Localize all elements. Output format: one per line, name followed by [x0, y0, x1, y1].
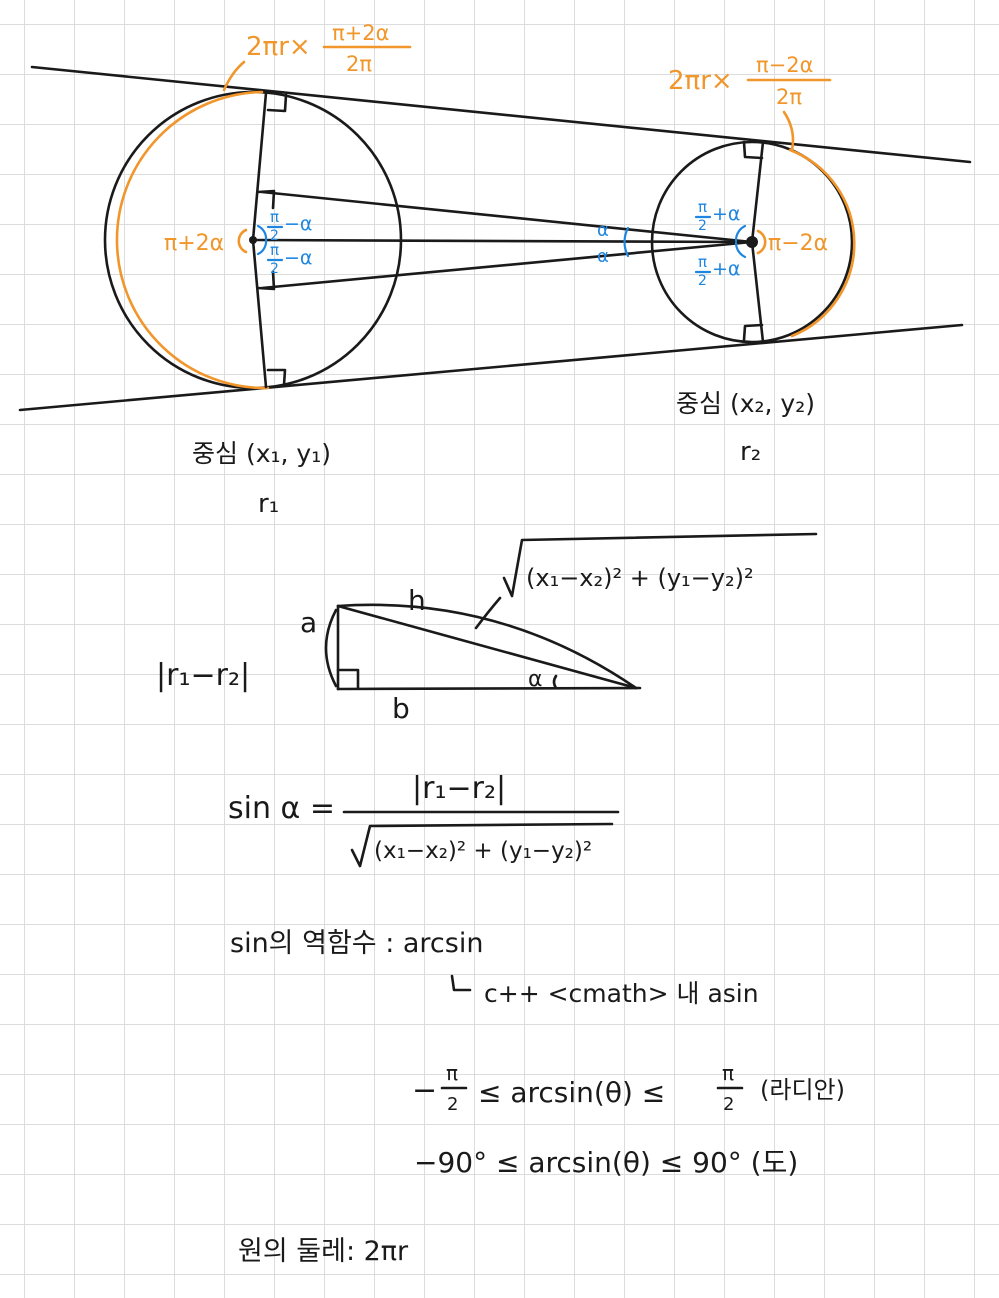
right-angle-mark [266, 93, 288, 113]
left-arc-length-label: 2πr× π+2α 2π [246, 21, 412, 76]
right-arc-highlight [788, 148, 856, 338]
alpha-arc [552, 674, 558, 690]
upper-tangent-line [30, 65, 972, 164]
hyp-pointer [474, 596, 502, 630]
sine-equation: sin α = |r₁−r₂| (x₁−x₂)² + (y₁−y₂)² [228, 771, 620, 868]
svg-text:π: π [270, 241, 279, 259]
right-radius-lower [750, 240, 765, 344]
svg-text:2: 2 [270, 261, 279, 277]
left-lower-angle-label: π 2 −α [266, 241, 312, 277]
svg-text:−: − [412, 1073, 437, 1108]
mid-angle-arc [623, 226, 630, 258]
inner-line-upper [260, 190, 754, 244]
left-arc-pointer [222, 60, 246, 92]
right-upper-angle-arc [734, 224, 747, 243]
right-center-dot [746, 236, 758, 248]
right-center-angle-label: π−2α [768, 231, 828, 256]
svg-text:sin α =: sin α = [228, 791, 335, 826]
left-radius-lower [251, 238, 268, 389]
svg-text:−α: −α [284, 247, 312, 269]
right-angle-mark [742, 140, 764, 160]
base-leg [336, 686, 642, 691]
left-arc-highlight [115, 90, 270, 390]
leg-brace [324, 608, 338, 688]
side-a-label: a [300, 606, 317, 639]
cpp-asin-note: c++ <cmath> 내 asin [484, 979, 759, 1008]
right-angle-mark [742, 323, 764, 342]
svg-text:2π: 2π [776, 85, 802, 109]
right-triangle-diagram [324, 532, 818, 691]
triangle-angle-label: α [528, 667, 543, 692]
two-circle-tangent-diagram [18, 60, 972, 412]
right-radius-label: r₂ [740, 437, 761, 467]
mid-alpha-bottom: α [597, 246, 609, 267]
svg-text:2πr×: 2πr× [246, 32, 311, 62]
right-arc-pointer [782, 110, 795, 152]
left-center-angle-label: π+2α [164, 231, 224, 256]
svg-text:(x₁−x₂)² + (y₁−y₂)²: (x₁−x₂)² + (y₁−y₂)² [374, 838, 592, 864]
radian-range-line: − π 2 ≤ arcsin(θ) ≤ π 2 (라디안) [412, 1061, 845, 1115]
inner-line-lower [260, 240, 754, 290]
svg-text:2πr×: 2πr× [668, 66, 733, 96]
svg-text:|r₁−r₂|: |r₁−r₂| [412, 771, 506, 806]
svg-text:2: 2 [723, 1094, 734, 1115]
svg-text:+α: +α [712, 203, 740, 225]
lower-tangent-line [18, 323, 964, 412]
left-lower-angle-arc [256, 238, 268, 256]
left-center-angle-arc [237, 228, 248, 254]
left-radius-upper [251, 91, 268, 242]
left-upper-angle-label: π 2 −α [266, 208, 312, 244]
svg-text:π−2α: π−2α [756, 53, 813, 77]
hypotenuse-line [336, 604, 638, 690]
hypotenuse-arc-side [336, 603, 638, 690]
note-arrow [450, 974, 472, 992]
right-upper-angle-label: π 2 +α [694, 198, 740, 234]
svg-text:π: π [446, 1061, 458, 1085]
right-arc-length-label: 2πr× π−2α 2π [668, 53, 832, 109]
svg-text:+α: +α [712, 258, 740, 280]
left-center-label: 중심 (x₁, y₁) [192, 439, 331, 468]
hyp-expression: (x₁−x₂)² + (y₁−y₂)² [526, 564, 754, 592]
right-angle-mark [336, 668, 360, 690]
center-line [251, 238, 754, 244]
degree-range-line: −90° ≤ arcsin(θ) ≤ 90° (도) [414, 1146, 798, 1179]
svg-text:2: 2 [698, 218, 707, 234]
right-lower-angle-arc [734, 241, 747, 259]
svg-text:2π: 2π [346, 52, 372, 76]
inverse-function-note: sin의 역함수 : arcsin [230, 928, 483, 959]
svg-text:(라디안): (라디안) [760, 1076, 845, 1104]
leg-length-label: |r₁−r₂| [156, 658, 250, 693]
right-angle-mark [266, 368, 287, 387]
svg-text:π+2α: π+2α [332, 21, 389, 45]
svg-text:−α: −α [284, 213, 312, 235]
svg-text:2: 2 [698, 273, 707, 289]
svg-text:≤ arcsin(θ) ≤: ≤ arcsin(θ) ≤ [478, 1076, 665, 1109]
left-radius-label: r₁ [258, 489, 279, 519]
right-lower-angle-label: π 2 +α [694, 253, 740, 289]
right-center-angle-arc [756, 229, 767, 255]
svg-text:π: π [270, 208, 279, 226]
sqrt-sign [502, 532, 818, 598]
side-h-label: h [408, 584, 426, 617]
mid-alpha-top: α [597, 220, 609, 241]
svg-text:2: 2 [270, 228, 279, 244]
left-upper-angle-arc [256, 224, 268, 242]
svg-text:π: π [698, 253, 707, 271]
circumference-note: 원의 둘레: 2πr [238, 1236, 409, 1267]
side-b-label: b [392, 692, 410, 725]
svg-text:π: π [722, 1061, 734, 1085]
svg-text:2: 2 [447, 1094, 458, 1115]
svg-text:π: π [698, 198, 707, 216]
right-center-label: 중심 (x₂, y₂) [676, 389, 815, 418]
left-center-dot [249, 236, 257, 244]
